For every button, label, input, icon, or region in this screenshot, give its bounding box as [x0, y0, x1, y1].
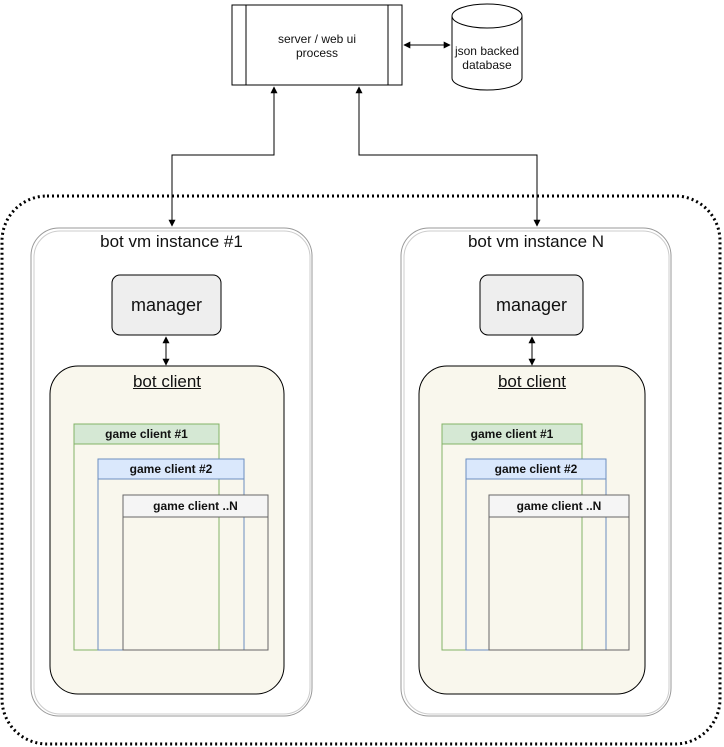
server-process	[231, 4, 403, 86]
manager-label-1: manager	[130, 295, 203, 315]
server-vm1-connector	[168, 86, 278, 227]
vm-instance-1-title: bot vm instance #1	[100, 232, 243, 251]
database-label-line2: database	[462, 58, 512, 72]
database-label-line1: json backed	[454, 44, 520, 58]
server-label: server / web ui process	[246, 32, 388, 60]
bot-client-box-1	[49, 365, 285, 695]
vm-instance-n-title: bot vm instance N	[467, 232, 605, 251]
manager-label-n: manager	[495, 295, 568, 315]
game-client-n-header-1	[122, 494, 269, 518]
game-client-n-header-n	[488, 494, 630, 518]
game-client-n-label-n: game client ..N	[516, 499, 602, 513]
game-client-n-label-1: game client ..N	[153, 499, 238, 513]
manager-box-1	[111, 274, 222, 336]
manager-box-n	[479, 274, 584, 336]
game-client-1-header-n	[441, 423, 583, 445]
game-client-1-label-1: game client #1	[105, 427, 188, 441]
database-cylinder	[451, 3, 523, 91]
game-client-2-label-1: game client #2	[129, 462, 213, 476]
server-vmn-connector	[355, 86, 541, 227]
bot-client-label-n: bot client	[497, 372, 567, 391]
cluster-boundary	[0, 194, 722, 746]
database-label: json backed database	[448, 44, 526, 72]
server-label-line1: server / web ui	[277, 32, 357, 46]
server-label-line2: process	[295, 46, 339, 60]
game-client-2-header-1	[97, 458, 245, 480]
game-client-1-header-1	[73, 423, 220, 445]
bot-client-box-n	[418, 365, 646, 695]
bot-client-label-1: bot client	[132, 372, 202, 391]
game-client-2-label-n: game client #2	[494, 462, 578, 476]
game-client-1-label-n: game client #1	[470, 427, 554, 441]
game-client-2-header-n	[465, 458, 607, 480]
